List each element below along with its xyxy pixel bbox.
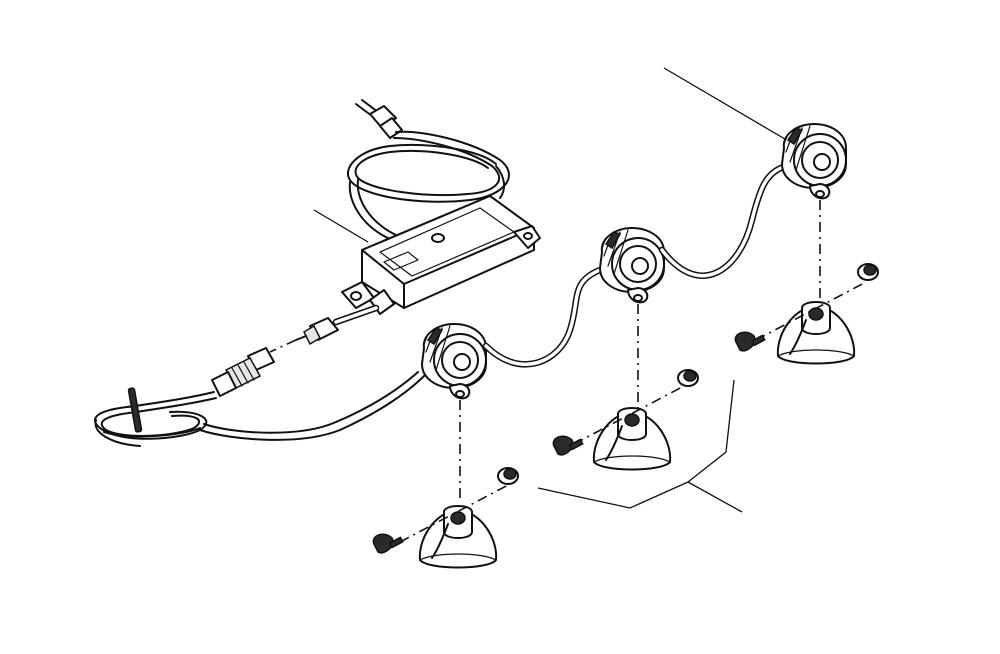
nut-3 (857, 263, 879, 281)
suction-base-2 (592, 407, 672, 471)
spotlight-1 (421, 323, 487, 400)
power-supply-unit (341, 195, 541, 315)
mounting-screw-3 (734, 331, 766, 352)
cable-tie (127, 387, 143, 433)
cable-spotlight-2-to-3 (658, 162, 790, 279)
nut-2 (677, 369, 699, 387)
cable-spotlight-1-to-2 (482, 266, 604, 368)
leader-line-spotlight (663, 67, 791, 143)
female-connector (211, 347, 275, 397)
coiled-light-cable (94, 371, 425, 447)
spotlight-lens (813, 153, 831, 171)
male-connector (295, 317, 339, 346)
leader-line-power-supply (313, 209, 369, 243)
mounting-screw-1 (372, 533, 404, 554)
leader-lines (313, 67, 791, 513)
psu-output-cable (332, 304, 380, 326)
coiled-power-cable (347, 130, 510, 241)
leader-line-bases (537, 481, 743, 513)
mounting-tab-right (513, 225, 541, 249)
spotlight-2 (599, 227, 665, 304)
leader-line-bases-upper (687, 379, 735, 483)
suction-base-1 (418, 505, 498, 569)
connector-alignment-line (269, 339, 297, 353)
vertical-alignment-lines (459, 200, 821, 500)
screw-axis-lines (399, 281, 867, 543)
spotlight-lens (631, 257, 649, 275)
mounting-screw-2 (552, 435, 584, 456)
spotlight-lens (453, 353, 471, 371)
spotlight-3 (781, 123, 847, 200)
nut-1 (497, 467, 519, 485)
mains-plug (355, 99, 403, 139)
suction-base-3 (776, 301, 856, 365)
indicator-lamp (431, 233, 445, 243)
label-plate (383, 251, 419, 271)
